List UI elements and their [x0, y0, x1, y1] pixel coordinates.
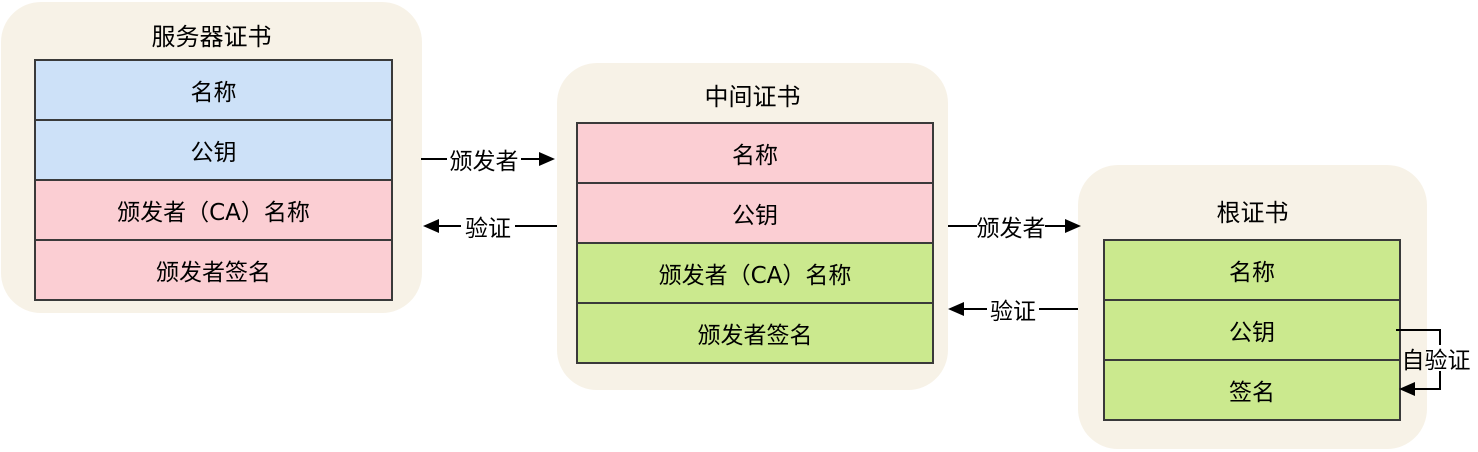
verify-label-1: 验证 — [465, 216, 511, 242]
server-cert-row-issuer-signature: 颁发者签名 — [36, 239, 391, 299]
server-certificate-title: 服务器证书 — [151, 23, 272, 51]
verify-label-2: 验证 — [990, 299, 1036, 325]
intermediate-cert-row-issuer-ca-name: 颁发者（CA）名称 — [578, 242, 932, 302]
server-certificate-table: 名称 公钥 颁发者（CA）名称 颁发者签名 — [34, 59, 393, 301]
server-cert-row-name: 名称 — [36, 61, 391, 119]
root-certificate-card: 根证书 名称 公钥 签名 — [1078, 165, 1427, 449]
intermediate-certificate-title: 中间证书 — [704, 83, 801, 111]
root-certificate-table: 名称 公钥 签名 — [1103, 239, 1401, 421]
root-cert-row-name: 名称 — [1105, 241, 1399, 299]
intermediate-certificate-card: 中间证书 名称 公钥 颁发者（CA）名称 颁发者签名 — [557, 63, 948, 390]
server-certificate-card: 服务器证书 名称 公钥 颁发者（CA）名称 颁发者签名 — [1, 2, 422, 313]
server-cert-row-public-key: 公钥 — [36, 119, 391, 179]
intermediate-cert-row-name: 名称 — [578, 124, 932, 182]
issuer-label-2: 颁发者 — [976, 216, 1046, 242]
issuer-label-1: 颁发者 — [449, 149, 519, 175]
root-certificate-title: 根证书 — [1216, 199, 1289, 227]
self-verify-label: 自验证 — [1401, 348, 1471, 374]
intermediate-cert-row-public-key: 公钥 — [578, 182, 932, 242]
intermediate-cert-row-issuer-signature: 颁发者签名 — [578, 302, 932, 362]
intermediate-certificate-table: 名称 公钥 颁发者（CA）名称 颁发者签名 — [576, 122, 934, 364]
server-cert-row-issuer-ca-name: 颁发者（CA）名称 — [36, 179, 391, 239]
root-cert-row-signature: 签名 — [1105, 359, 1399, 419]
root-cert-row-public-key: 公钥 — [1105, 299, 1399, 359]
